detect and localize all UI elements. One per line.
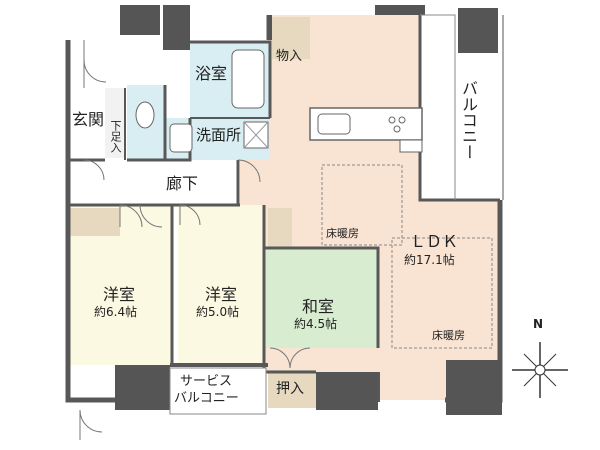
storage-floor	[272, 17, 310, 59]
western-room-1-label: 洋室	[103, 285, 136, 304]
western-room-2-label: 洋室	[205, 285, 238, 304]
kitchen-pillar	[399, 139, 423, 153]
closet-label: 押入	[276, 381, 304, 397]
structural-columns	[115, 5, 502, 415]
japanese-room-area: 約4.5帖	[294, 317, 338, 331]
entrance-label: 玄関	[72, 110, 105, 129]
corridor-floor	[68, 160, 240, 205]
compass-rose-icon	[512, 342, 568, 398]
japanese-room-floor	[266, 250, 378, 348]
storage-label: 物入	[276, 49, 303, 64]
shoe-storage-floor	[105, 88, 125, 158]
ldk-area: 約17.1帖	[404, 253, 455, 267]
toilet-icon	[135, 101, 155, 129]
bathroom-label: 浴室	[195, 64, 228, 83]
floor-heating-label-2: 床暖房	[432, 329, 465, 342]
service-balcony-label-2: バルコニー	[174, 391, 239, 406]
bathtub	[231, 49, 265, 109]
japanese-room-label: 和室	[302, 297, 335, 316]
floor-heating-area-1	[321, 164, 403, 246]
service-balcony-label-1: サービス	[180, 374, 233, 389]
ldk-label: ＬＤＫ	[410, 232, 459, 251]
shoe-storage-label: 下足入	[109, 120, 122, 153]
stove-icon	[388, 116, 406, 133]
floor-heating-label-1: 床暖房	[326, 227, 359, 240]
balcony-outline	[420, 14, 456, 200]
doors	[79, 40, 311, 440]
kitchen-sink	[317, 113, 351, 135]
balcony-label: バルコニー	[459, 80, 478, 160]
washroom-label: 洗面所	[196, 126, 242, 144]
western-room-1-area: 約6.4帖	[94, 305, 138, 319]
service-balcony-outline	[169, 367, 267, 415]
washbasin	[169, 123, 193, 153]
north-label: N	[533, 317, 544, 331]
western-room-2-area: 約5.0帖	[196, 305, 240, 319]
closet-floor	[268, 370, 316, 408]
western-room-2-floor	[178, 205, 264, 365]
wardrobe-1	[68, 208, 120, 236]
corridor-label: 廊下	[166, 174, 199, 193]
wardrobe-2	[268, 208, 292, 248]
floor-heating-area-2	[391, 237, 493, 349]
